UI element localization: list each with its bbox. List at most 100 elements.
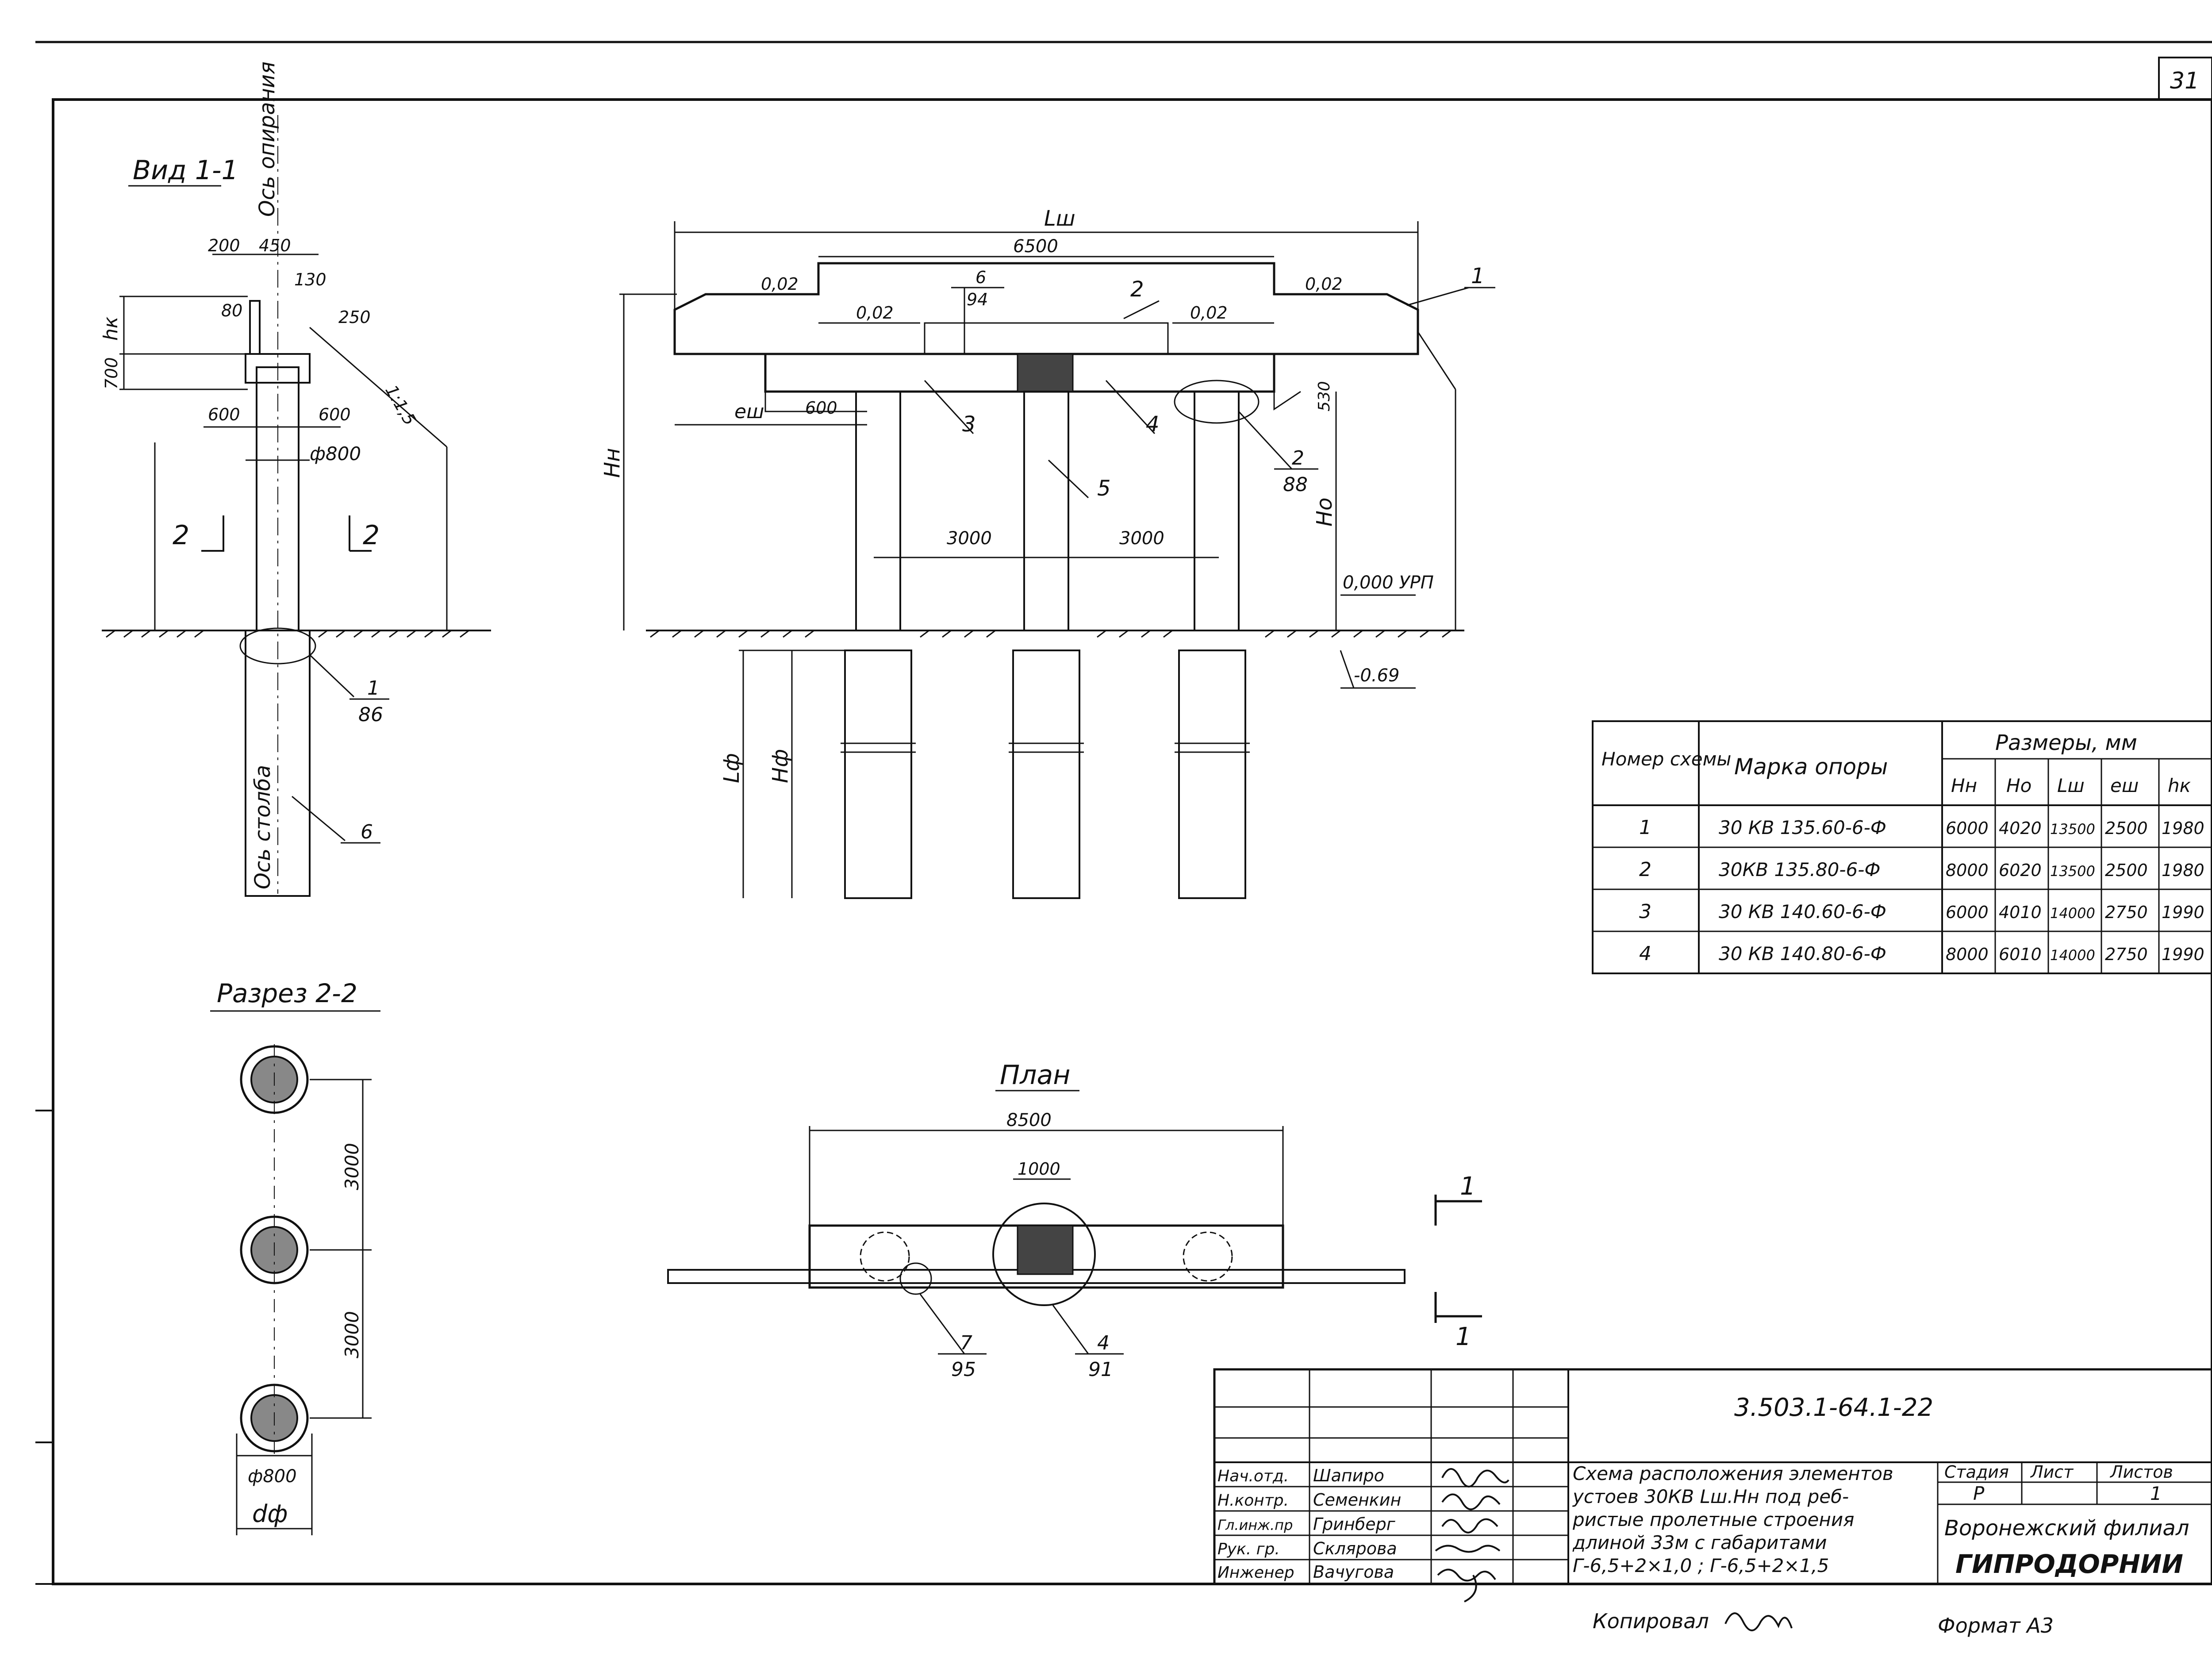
side-view-title: Вид 1-1: [133, 155, 238, 186]
side-callout-1-den: 86: [358, 703, 383, 726]
table-row-1-n: 1: [1639, 816, 1651, 839]
table-row-3-n: 3: [1639, 900, 1651, 923]
copied-by-label: Копировал: [1593, 1609, 1709, 1633]
sheet-frame: [35, 41, 2212, 1585]
front-callout-2-num: 2: [1292, 447, 1304, 469]
stamp-code: 3.503.1-64.1-22: [1734, 1393, 1933, 1422]
part-1-label: 1: [1471, 264, 1485, 288]
table-sub-Hn: Hн: [1951, 775, 1977, 796]
table-row-1-Lsh: 13500: [2050, 821, 2095, 838]
section-mark-left: 2: [173, 520, 189, 551]
part-2-label: 2: [1130, 277, 1144, 302]
table-sub-esh: eш: [2110, 775, 2139, 796]
axis-support-label: Ось опирания: [255, 61, 280, 217]
section-dim-3000-top: 3000: [341, 1143, 363, 1190]
table-row-4-n: 4: [1639, 942, 1651, 965]
table-row-3-mark: 30 КВ 140.60-6-Ф: [1719, 901, 1886, 922]
part-4-label: 4: [1146, 412, 1160, 437]
part-5-label: 5: [1097, 476, 1111, 501]
stamp-name-3: Гринберг: [1313, 1514, 1396, 1534]
plan-callout-4-num: 4: [1097, 1332, 1110, 1354]
table-sub-Lsh: Lш: [2057, 775, 2085, 796]
table-row-4-hk: 1990: [2162, 945, 2204, 964]
table-row-2-Hn: 8000: [1946, 861, 1989, 880]
table-header-mark: Марка опоры: [1734, 754, 1888, 780]
table-row-2-n: 2: [1639, 858, 1651, 881]
table-row-1-Ho: 4020: [1999, 819, 2042, 838]
axis-pillar-label: Ось столба: [250, 765, 275, 889]
front-dim-530: 530: [1315, 381, 1333, 411]
front-callout-6-den: 94: [967, 290, 988, 309]
table-row-4-mark: 30 КВ 140.80-6-Ф: [1719, 943, 1886, 965]
plan-view: [667, 1090, 1482, 1355]
stamp-stage-label: Стадия: [1944, 1462, 2009, 1482]
front-dim-Lsh: Lш: [1044, 206, 1075, 231]
table-row-3-Lsh: 14000: [2050, 905, 2095, 922]
front-callout-6-num: 6: [975, 268, 986, 287]
stamp-name-4: Склярова: [1313, 1539, 1397, 1558]
stamp-role-3: Гл.инж.пр: [1217, 1517, 1293, 1534]
slope-right-inner: 0,02: [1190, 303, 1228, 323]
front-dim-6500: 6500: [1013, 236, 1058, 257]
stamp-role-2: Н.контр.: [1217, 1491, 1289, 1510]
plan-callout-7-den: 95: [951, 1358, 976, 1381]
section-dim-diameter: ф800: [248, 1466, 297, 1487]
side-callout-1-num: 1: [367, 677, 380, 700]
plan-dim-1000: 1000: [1018, 1159, 1060, 1179]
front-callout-2-den: 88: [1283, 473, 1308, 496]
front-dim-600: 600: [805, 398, 837, 418]
section-title: Разрез 2-2: [217, 978, 357, 1008]
side-callout-6-num: 6: [361, 821, 373, 843]
table-row-2-Ho: 6020: [1999, 861, 2042, 880]
bearing-block: [1017, 353, 1074, 392]
front-view: [619, 221, 1495, 899]
side-dim-600-left: 600: [208, 405, 240, 424]
table-row-3-Hn: 6000: [1946, 903, 1989, 922]
stamp-name-2: Семенкин: [1313, 1490, 1401, 1510]
slope-left-outer: 0,02: [761, 274, 799, 294]
sheet-number: 31: [2170, 68, 2199, 94]
section-mark-right: 2: [363, 520, 380, 551]
plan-section-mark-bottom: 1: [1455, 1322, 1471, 1351]
stamp-title-line-1: Схема расположения элементов: [1573, 1463, 1893, 1484]
table-row-1-mark: 30 КВ 135.60-6-Ф: [1719, 817, 1886, 838]
side-dim-200: 200: [208, 236, 240, 255]
table-sub-Ho: Hо: [2006, 775, 2032, 796]
side-dim-80: 80: [221, 301, 242, 320]
stamp-title-line-5: Г-6,5+2×1,0 ; Г-6,5+2×1,5: [1573, 1555, 1829, 1576]
stamp-sheets: 1: [2150, 1483, 2162, 1504]
front-dim-3000-right: 3000: [1119, 528, 1164, 549]
side-dim-diameter: ф800: [310, 443, 361, 465]
section-dim-3000-bottom: 3000: [341, 1311, 363, 1358]
side-callout-1-86: [309, 654, 389, 700]
table-row-3-esh: 2750: [2105, 903, 2148, 922]
level-minus-069: -0.69: [1354, 665, 1400, 686]
signatures: [1435, 1468, 1509, 1603]
front-dim-3000-left: 3000: [947, 528, 992, 549]
table-row-3-Ho: 4010: [1999, 903, 2042, 922]
table-row-2-esh: 2500: [2105, 861, 2148, 880]
slope-right-outer: 0,02: [1305, 274, 1343, 294]
stamp-stage: Р: [1973, 1483, 1985, 1504]
table-header-group: Размеры, мм: [1995, 730, 2137, 755]
front-dim-Ho: Hо: [1312, 498, 1337, 527]
front-dim-esh: eш: [734, 400, 764, 423]
side-dim-450: 450: [259, 236, 291, 255]
front-dim-Lf: Lф: [719, 753, 744, 783]
side-dim-hk: hк: [100, 316, 122, 341]
plan-section-mark-top: 1: [1460, 1172, 1476, 1201]
table-row-4-Ho: 6010: [1999, 945, 2042, 964]
stamp-title-line-3: ристые пролетные строения: [1572, 1509, 1854, 1530]
side-dim-700: 700: [102, 357, 121, 389]
copied-by-signature: [1724, 1612, 1793, 1631]
side-slope-ratio: 1:1,5: [381, 382, 420, 429]
plan-dim-8500: 8500: [1006, 1110, 1052, 1130]
plan-title: План: [1000, 1060, 1070, 1091]
table-row-1-Hn: 6000: [1946, 819, 1989, 838]
dimension-table: [1592, 720, 2212, 974]
side-dim-130: 130: [294, 270, 326, 289]
table-row-3-hk: 1990: [2162, 903, 2204, 922]
side-dim-250: 250: [338, 307, 371, 327]
section-dim-df: dф: [252, 1500, 288, 1528]
table-row-2-hk: 1980: [2162, 861, 2204, 880]
